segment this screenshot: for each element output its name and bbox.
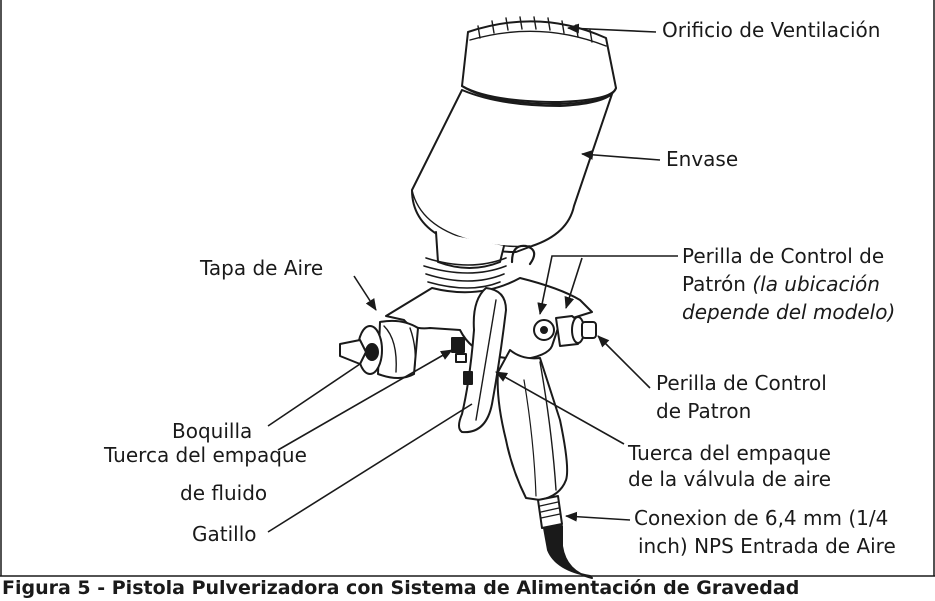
label-pattern-knob2-line1: Perilla de Control: [656, 371, 827, 395]
label-pattern-knob2-line2: de Patron: [656, 399, 752, 423]
fluid-nut: [451, 337, 465, 353]
air-cap: [377, 319, 419, 379]
label-pattern-knob-line2-group: Patrón (la ubicación: [682, 272, 880, 297]
leader-nozzle: [267, 363, 361, 427]
leader-vent: [567, 23, 657, 34]
label-air-valve-nut-line2: de la válvula de aire: [628, 467, 832, 491]
label-vent-hole: Orificio de Ventilación: [662, 18, 881, 42]
label-trigger: Gatillo: [192, 522, 257, 546]
label-nozzle: Boquilla: [172, 419, 253, 443]
label-cup: Envase: [666, 147, 739, 171]
leader-pattern-knob-b: [564, 257, 583, 309]
gun-drawing: [339, 16, 617, 579]
air-inlet-fitting: [537, 495, 563, 529]
label-inlet-line2: inch) NPS Entrada de Aire: [638, 534, 896, 558]
leader-trigger: [267, 403, 473, 533]
label-pattern-knob-line2: Patrón: [682, 272, 746, 296]
leader-pattern-knob-2: [597, 335, 651, 389]
figure-caption: Figura 5 - Pistola Pulverizadora con Sis…: [2, 577, 800, 599]
cup-lid: [461, 20, 617, 103]
handle: [496, 349, 569, 501]
air-hose: [543, 525, 593, 579]
leader-fluid-nut: [277, 349, 453, 451]
label-pattern-knob-line3: depende del modelo): [682, 300, 896, 324]
leader-pattern-knob: [537, 255, 678, 315]
trigger: [458, 287, 507, 434]
cup-body: [411, 89, 613, 253]
label-inlet-line1: Conexion de 6,4 mm (1/4: [634, 506, 889, 530]
leader-air-cap: [353, 275, 377, 311]
figure-border: [0, 0, 935, 577]
leader-lines: [267, 23, 678, 533]
label-fluid-nut-line2: de fluido: [180, 481, 268, 505]
leader-cup: [581, 149, 661, 161]
label-fluid-nut-line1: Tuerca del empaque: [104, 443, 307, 467]
gun-hook: [510, 244, 536, 266]
label-pattern-knob-note: (la ubicación: [752, 272, 880, 296]
label-air-cap: Tapa de Aire: [200, 256, 324, 280]
label-air-valve-nut-line1: Tuerca del empaque: [628, 441, 831, 465]
air-cap-horns: [339, 339, 367, 365]
leader-inlet: [565, 511, 631, 522]
label-pattern-knob-line1: Perilla de Control de: [682, 244, 885, 268]
leader-air-valve-nut: [495, 371, 625, 445]
